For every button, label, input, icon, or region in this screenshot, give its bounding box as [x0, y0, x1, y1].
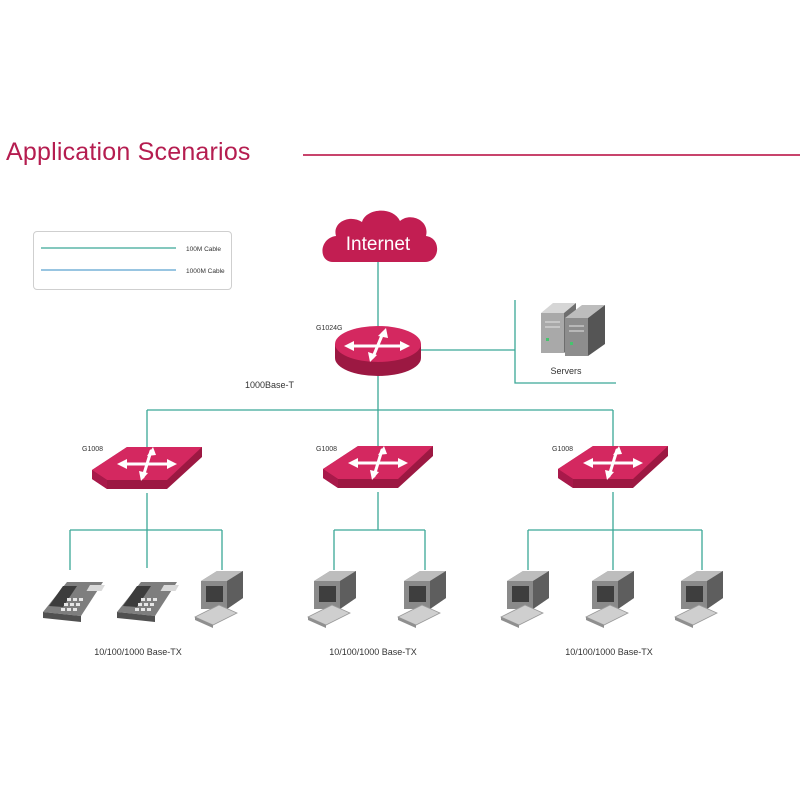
computer-icon — [500, 570, 550, 629]
access-switch-2-icon — [321, 444, 435, 490]
access-switch-2-ports-label: 10/100/1000 Base-TX — [329, 647, 417, 657]
page-title: Application Scenarios — [6, 138, 251, 166]
computer-icon — [307, 570, 357, 629]
uplink-label: 1000Base-T — [245, 380, 295, 390]
servers-label: Servers — [550, 366, 582, 376]
access-switch-3-model: G1008 — [552, 446, 573, 453]
cable-lines — [69, 262, 703, 570]
internet-label: Internet — [346, 234, 411, 255]
access-switch-3-icon — [556, 444, 670, 490]
computer-icon — [674, 570, 724, 629]
cable-legend — [33, 231, 232, 290]
core-switch-icon — [335, 326, 421, 376]
phone-icon — [117, 582, 179, 622]
access-switch-2-model: G1008 — [316, 446, 337, 453]
phone-icon — [43, 582, 105, 622]
legend-label-100m: 100M Cable — [186, 246, 221, 253]
computer-icon — [194, 570, 244, 629]
core-switch-model: G1024G — [316, 325, 342, 332]
legend-label-1000m: 1000M Cable — [186, 268, 225, 275]
title-rule — [303, 154, 800, 156]
access-switch-1-model: G1008 — [82, 446, 103, 453]
access-switch-3-ports-label: 10/100/1000 Base-TX — [565, 647, 653, 657]
access-switch-1-icon — [90, 445, 204, 491]
cloud-icon — [322, 210, 438, 262]
computer-icon — [585, 570, 635, 629]
server-icon — [541, 303, 605, 356]
computer-icon — [397, 570, 447, 629]
access-switch-1-ports-label: 10/100/1000 Base-TX — [94, 647, 182, 657]
